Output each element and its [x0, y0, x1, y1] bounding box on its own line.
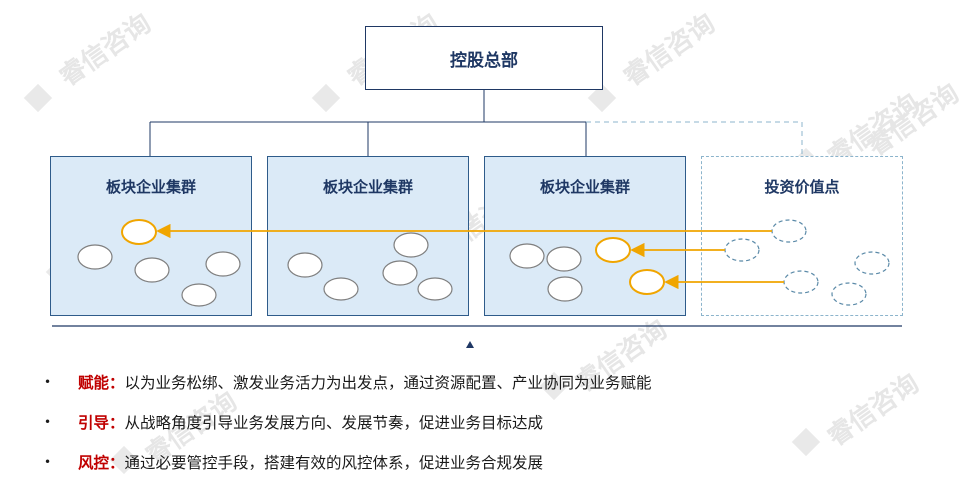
company-ellipse: [287, 252, 323, 278]
company-ellipse: [546, 246, 582, 272]
bullet-dot-icon: •: [44, 415, 52, 429]
bullet-dot-icon: •: [44, 455, 52, 469]
bullet-text: 以为业务松绑、激发业务活力为出发点，通过资源配置、产业协同为业务赋能: [124, 374, 652, 392]
company-ellipse: [323, 277, 359, 301]
bullet-keyword: 赋能：: [78, 373, 125, 392]
bullet-keyword: 引导：: [78, 413, 125, 432]
cluster-title: 板块企业集群: [539, 178, 630, 196]
company-ellipse-highlighted: [595, 237, 631, 263]
bullet-list: • 赋能： 以为业务松绑、激发业务活力为出发点，通过资源配置、产业协同为业务赋能…: [44, 362, 652, 482]
investment-ellipse: [854, 251, 890, 275]
bullet-item: • 赋能： 以为业务松绑、激发业务活力为出发点，通过资源配置、产业协同为业务赋能: [44, 362, 652, 402]
company-ellipse: [382, 260, 418, 286]
investment-ellipse: [783, 270, 819, 294]
investment-ellipse: [831, 282, 867, 306]
hq-label: 控股总部: [450, 50, 518, 71]
company-ellipse: [134, 257, 170, 283]
bullet-item: • 风控： 通过必要管控手段，搭建有效的风控体系，促进业务合规发展: [44, 442, 652, 482]
company-ellipse: [509, 243, 545, 269]
cluster-title: 投资价值点: [764, 178, 840, 196]
bullet-text: 从战略角度引导业务发展方向、发展节奏，促进业务目标达成: [124, 414, 544, 432]
company-ellipse-highlighted: [121, 219, 157, 245]
company-ellipse: [417, 277, 453, 301]
investment-ellipse: [724, 238, 760, 262]
company-ellipse: [393, 232, 429, 258]
cluster-title: 板块企业集群: [322, 178, 413, 196]
bullet-text: 通过必要管控手段，搭建有效的风控体系，促进业务合规发展: [124, 454, 544, 472]
bullet-dot-icon: •: [44, 375, 52, 389]
cluster-box-2: 板块企业集群: [267, 156, 469, 316]
investment-ellipse: [771, 219, 807, 243]
bullet-keyword: 风控：: [78, 453, 125, 472]
company-ellipse: [77, 244, 113, 270]
company-ellipse: [181, 283, 217, 307]
company-ellipse-highlighted: [629, 269, 665, 295]
hq-box: 控股总部: [365, 26, 603, 90]
cluster-title: 板块企业集群: [105, 178, 196, 196]
bullet-item: • 引导： 从战略角度引导业务发展方向、发展节奏，促进业务目标达成: [44, 402, 652, 442]
company-ellipse: [205, 251, 241, 277]
company-ellipse: [547, 276, 583, 302]
triangle-marker-icon: [466, 341, 474, 348]
